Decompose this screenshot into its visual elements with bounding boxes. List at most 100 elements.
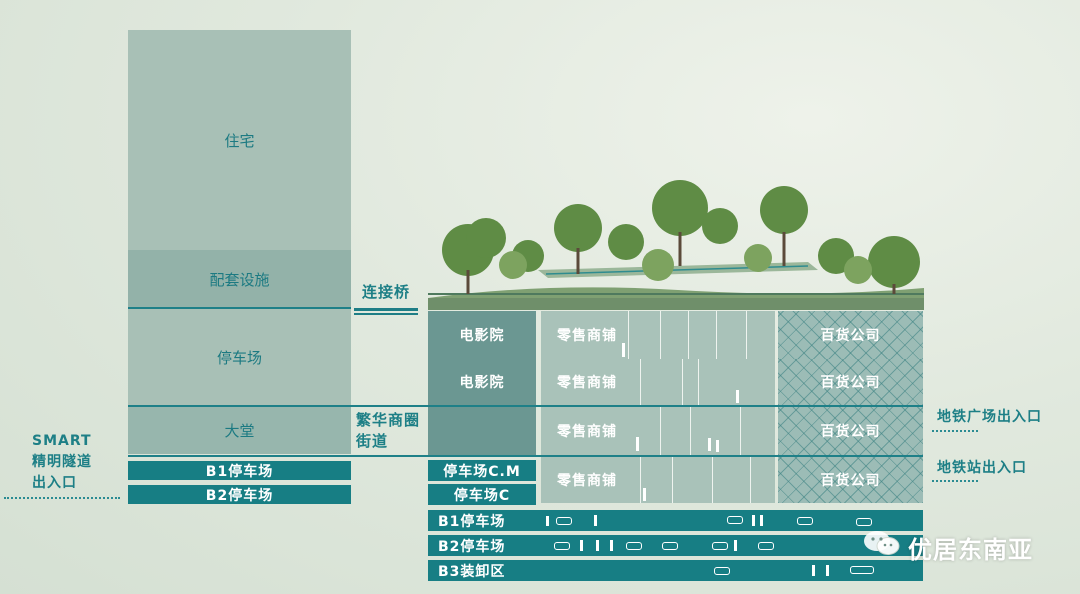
dept-store-l4: 百货公司 [778, 311, 923, 359]
shop-divider [640, 359, 641, 405]
retail-l1-label: 零售商铺 [557, 473, 617, 489]
parking-block: 停车场 [128, 308, 351, 406]
person-icon [812, 565, 815, 576]
floor-line-parking [128, 405, 923, 407]
rooftop-garden [428, 180, 924, 310]
retail-l3-label: 零售商铺 [557, 375, 617, 391]
basement-b3: B3装卸区 [428, 560, 923, 581]
shop-divider [660, 311, 661, 359]
car-icon [758, 542, 774, 550]
shop-divider [740, 407, 741, 455]
retail-l4: 零售商铺 [541, 311, 775, 359]
cinema-lower-label: 电影院 [459, 375, 505, 391]
amenities-label: 配套设施 [209, 270, 270, 289]
metro-plaza-path [932, 430, 978, 432]
retail-l3: 零售商铺 [541, 359, 775, 405]
person-icon [596, 540, 599, 551]
parking-c: 停车场C [428, 484, 536, 505]
shop-divider [628, 311, 629, 359]
car-icon [554, 542, 570, 550]
shop-divider [682, 359, 683, 405]
dept-store-l1-label: 百货公司 [820, 473, 881, 489]
person-icon [594, 515, 597, 526]
connecting-bridge-label: 连接桥 [362, 283, 411, 301]
metro-station-exit-label: 地铁站出入口 [937, 460, 1027, 476]
car-icon [850, 566, 874, 574]
car-icon [712, 542, 728, 550]
residential-label: 住宅 [224, 131, 255, 150]
retail-l4-label: 零售商铺 [557, 328, 617, 344]
lobby-block: 大堂 [128, 406, 351, 454]
parking-label: 停车场 [216, 348, 262, 367]
shop-divider [688, 311, 689, 359]
basement-b2-label: B2停车场 [438, 538, 506, 555]
shop-divider [712, 457, 713, 503]
watermark-text: 优居东南亚 [908, 536, 1033, 564]
parking-cm: 停车场C.M [428, 460, 536, 481]
car-icon [856, 518, 872, 526]
connecting-bridge-rail [354, 313, 418, 315]
person-figure [736, 390, 739, 403]
basement-b1: B1停车场 [428, 510, 923, 531]
car-icon [727, 516, 743, 524]
parking-cm-label: 停车场C.M [443, 463, 521, 480]
cinema-upper: 电影院 [428, 311, 536, 359]
retail-l1: 零售商铺 [541, 457, 775, 503]
person-icon [580, 540, 583, 551]
dept-store-l3: 百货公司 [778, 359, 923, 405]
smart-tunnel-path [4, 497, 120, 499]
basement-b3-label: B3装卸区 [438, 563, 506, 580]
basement-b1-label: B1停车场 [438, 513, 506, 530]
tower-b2-parking: B2停车场 [128, 485, 351, 504]
cinema-lower: 电影院 [428, 359, 536, 405]
metro-plaza-exit-label: 地铁广场出入口 [937, 409, 1042, 425]
basement-b2: B2停车场 [428, 535, 923, 556]
ground-line [128, 455, 923, 457]
tower-b2-label: B2停车场 [205, 487, 274, 504]
person-figure [643, 488, 646, 501]
shop-divider [660, 407, 661, 455]
person-figure [622, 343, 625, 357]
floor-line-amenities [128, 307, 351, 309]
wechat-icon [862, 528, 902, 558]
person-icon [760, 515, 763, 526]
person-icon [826, 565, 829, 576]
dept-store-l4-label: 百货公司 [820, 328, 881, 344]
tower-b1-parking: B1停车场 [128, 461, 351, 480]
shop-divider [746, 311, 747, 359]
dept-store-l2-label: 百货公司 [820, 424, 881, 440]
smart-label-line2: 精明隧道 [32, 454, 92, 470]
smart-label-line1: SMART [32, 433, 92, 449]
retail-l2-label: 零售商铺 [557, 424, 617, 440]
residential-block: 住宅 [128, 30, 351, 250]
street-label: 繁华商圈 街道 [356, 410, 420, 452]
person-icon [546, 516, 549, 526]
lobby-label: 大堂 [224, 421, 255, 440]
person-icon [752, 515, 755, 526]
person-icon [610, 540, 613, 551]
cinema-upper-label: 电影院 [459, 328, 505, 344]
dept-store-l2: 百货公司 [778, 407, 923, 455]
parking-c-label: 停车场C [453, 487, 511, 504]
car-icon [662, 542, 678, 550]
shop-divider [698, 359, 699, 405]
tower-b1-label: B1停车场 [205, 463, 274, 480]
car-icon [626, 542, 642, 550]
smart-label-line3: 出入口 [32, 475, 77, 491]
shop-divider [750, 457, 751, 503]
person-icon [734, 540, 737, 551]
shop-divider [640, 457, 641, 503]
amenities-block: 配套设施 [128, 250, 351, 308]
retail-l2: 零售商铺 [541, 407, 775, 455]
street-label-line1: 繁华商圈 [356, 411, 421, 429]
car-icon [714, 567, 730, 575]
person-figure [636, 437, 639, 451]
shop-divider [690, 407, 691, 455]
connecting-bridge [354, 308, 418, 311]
person-figure [708, 438, 711, 451]
car-icon [556, 517, 572, 525]
shop-divider [716, 311, 717, 359]
metro-station-path [932, 480, 978, 482]
car-icon [797, 517, 813, 525]
